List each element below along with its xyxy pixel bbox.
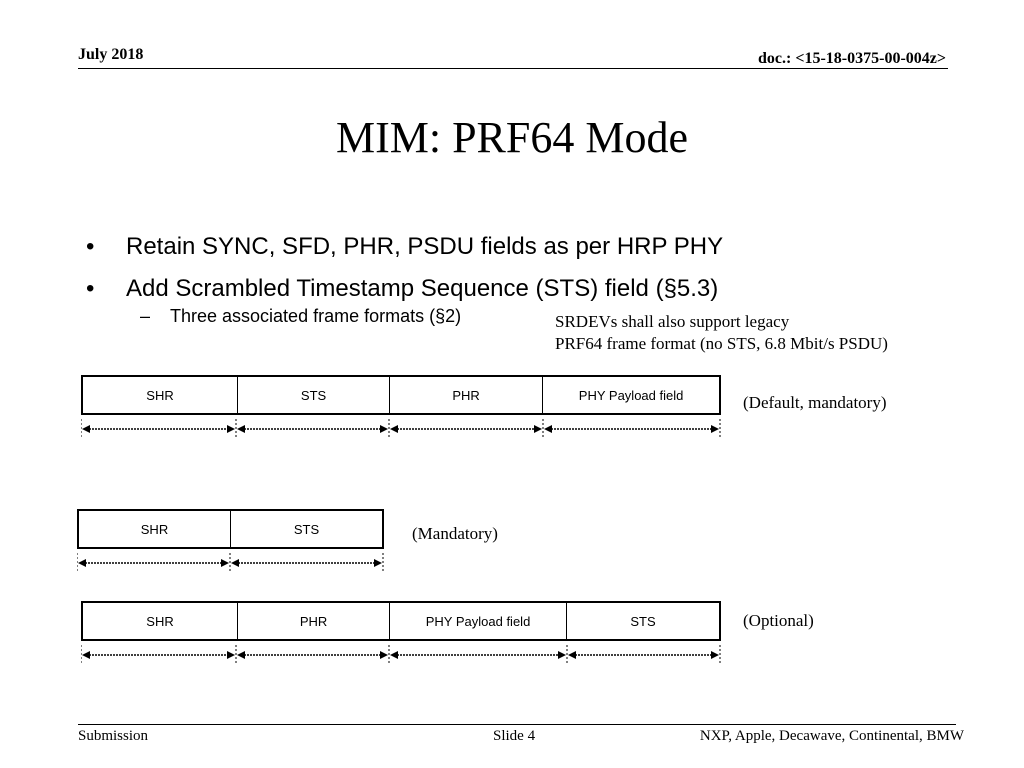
frame-format-default: SHR STS PHR PHY Payload field (81, 375, 721, 441)
frame-field: PHR (389, 377, 542, 413)
header-doc-id: doc.: <15-18-0375-00-004z> (758, 50, 946, 67)
bullet-list: • Retain SYNC, SFD, PHR, PSDU fields as … (86, 226, 966, 328)
bullet-text: Add Scrambled Timestamp Sequence (STS) f… (126, 275, 719, 302)
legacy-note: SRDEVs shall also support legacy PRF64 f… (555, 311, 888, 355)
frame-field: STS (237, 377, 389, 413)
legacy-note-line: SRDEVs shall also support legacy (555, 312, 790, 331)
frame-field: SHR (146, 613, 174, 629)
frame-field: STS (565, 603, 719, 639)
frame-format-label: (Mandatory) (412, 524, 498, 543)
sub-bullet-item: – Three associated frame formats (§2) (86, 304, 966, 328)
header-date: July 2018 (78, 46, 144, 63)
bullet-marker: • (86, 233, 95, 260)
footer-submission: Submission (78, 728, 149, 744)
bullet-marker: • (86, 275, 95, 302)
field-span-arrows (77, 553, 384, 573)
frame-format-label: (Default, mandatory) (743, 393, 887, 412)
footer-rule (78, 724, 956, 725)
footer-authors: NXP, Apple, Decawave, Continental, BMW (699, 728, 964, 744)
field-span-arrows (81, 419, 721, 439)
bullet-item: • Retain SYNC, SFD, PHR, PSDU fields as … (86, 226, 966, 268)
frame-format-optional: SHR PHR PHY Payload field STS (81, 601, 721, 667)
frame-field: PHY Payload field (389, 603, 566, 639)
header-rule (78, 68, 948, 69)
frame-field: STS (230, 511, 382, 547)
frame-fields: SHR STS (77, 509, 384, 549)
slide-title: MIM: PRF64 Mode (335, 113, 689, 162)
footer-slide-number: Slide 4 (493, 728, 536, 744)
frame-field: PHY Payload field (542, 377, 719, 413)
sub-bullet-text: Three associated frame formats (§2) (170, 306, 462, 326)
frame-field: SHR (146, 387, 174, 403)
frame-format-mandatory: SHR STS (77, 509, 384, 575)
bullet-text: Retain SYNC, SFD, PHR, PSDU fields as pe… (126, 233, 724, 260)
frame-format-label: (Optional) (743, 611, 814, 630)
sub-bullet-marker: – (140, 306, 151, 326)
bullet-item: • Add Scrambled Timestamp Sequence (STS)… (86, 268, 966, 310)
legacy-note-line: PRF64 frame format (no STS, 6.8 Mbit/s P… (555, 334, 888, 353)
frame-fields: SHR STS PHR PHY Payload field (81, 375, 721, 415)
field-span-arrows (81, 645, 721, 665)
frame-field: SHR (140, 521, 169, 537)
frame-fields: SHR PHR PHY Payload field STS (81, 601, 721, 641)
frame-field: PHR (237, 603, 389, 639)
